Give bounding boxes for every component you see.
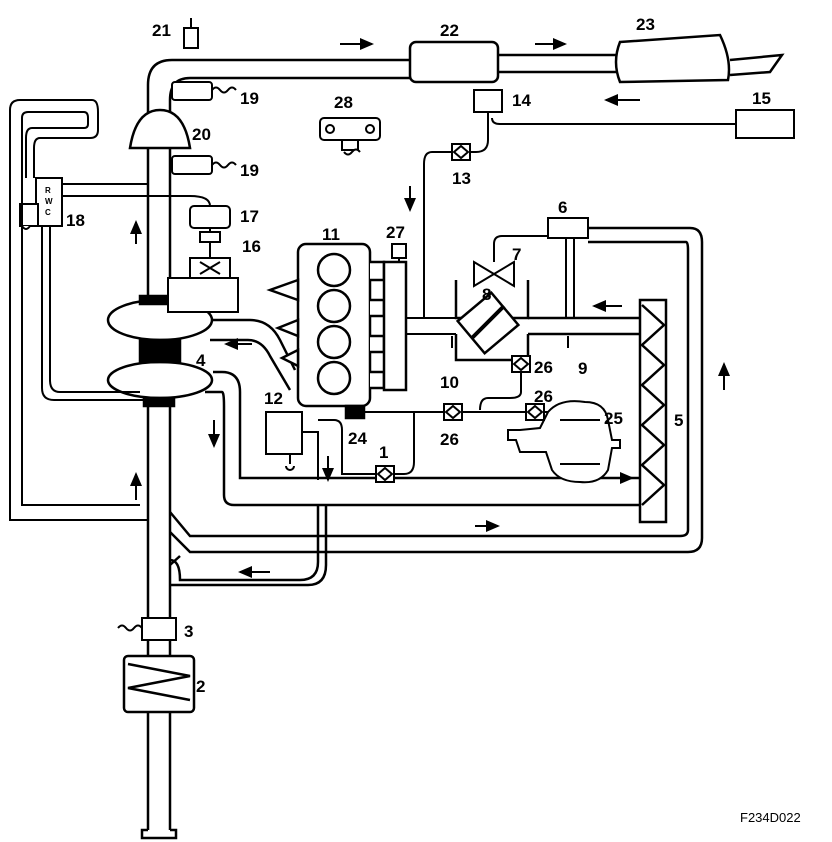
callout-9: 9 [578,359,587,378]
callout-6: 6 [558,198,567,217]
component-27-sensor [391,243,407,259]
component-19a-sensor [171,81,237,101]
engine-block [266,242,408,420]
component-28-map-sensor [319,117,381,156]
callout-10: 10 [440,373,459,392]
callout-23: 23 [636,15,655,34]
callout-3: 3 [184,622,193,641]
throttle-body [454,280,530,362]
component-16-actuator [167,257,239,313]
component-20-pressure-sensor [128,108,192,150]
vacuum-hoses [9,99,736,521]
callout-14: 14 [512,91,531,110]
callout-2: 2 [196,677,205,696]
valve-letter-c: C [45,208,51,217]
check-valves [375,143,545,483]
component-18-solenoid-valve [19,177,63,230]
callout-7: 7 [512,245,521,264]
component-14-box [473,89,503,113]
component-12-canister [265,411,303,471]
callout-26c: 26 [440,430,459,449]
valve-letter-r: R [45,186,51,195]
callout-5: 5 [674,411,683,430]
component-6-valve [547,217,589,239]
callout-19b: 19 [240,161,259,180]
callout-13: 13 [452,169,471,188]
callout-11: 11 [322,225,340,244]
callout-1: 1 [379,443,388,462]
callout-27: 27 [386,223,405,242]
callout-28: 28 [334,93,353,112]
callout-20: 20 [192,125,211,144]
component-2-catalyst [122,654,196,714]
intercooler [638,298,668,524]
callout-12: 12 [264,389,283,408]
callout-17: 17 [240,207,259,226]
turbocharger [106,294,214,408]
callout-25: 25 [604,409,623,428]
flow-arrows [130,38,730,578]
callout-8: 8 [482,285,491,304]
figure-code: F234D022 [740,810,801,825]
callout-21: 21 [152,21,171,40]
callout-4: 4 [196,351,206,370]
callout-24: 24 [348,429,367,448]
callout-19: 19 [240,89,259,108]
callout-18: 18 [66,211,85,230]
component-17-valve [189,205,231,258]
callout-16: 16 [242,237,261,256]
callout-labels: 1 2 3 4 5 6 7 8 9 10 11 12 13 14 15 16 1… [45,15,801,825]
callout-26b: 26 [534,387,553,406]
muffler-23 [614,33,731,84]
muffler-22 [408,40,500,84]
component-3-clamp [117,617,177,641]
valve-letter-w: W [45,197,53,206]
intake-and-exhaust-ducts [140,53,785,840]
callout-26: 26 [534,358,553,377]
callout-22: 22 [440,21,459,40]
component-7-valve [473,260,515,288]
component-15-box [735,109,795,139]
component-21-sensor [183,18,199,49]
component-19b-sensor [171,155,237,175]
callout-15: 15 [752,89,771,108]
brake-booster [507,400,621,484]
